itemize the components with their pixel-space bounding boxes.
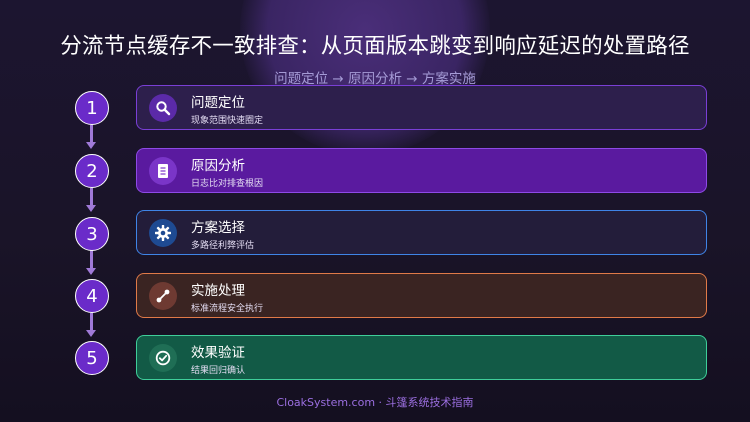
step-desc-4: 标准流程安全执行: [191, 304, 264, 314]
page-subtitle: 问题定位 → 原因分析 → 方案实施: [274, 71, 476, 87]
footer-credit: CloakSystem.com · 斗篷系统技术指南: [276, 396, 474, 409]
step-desc-1: 现象范围快速圈定: [191, 116, 264, 126]
document-icon: [149, 157, 177, 185]
step-title-2: 原因分析: [191, 158, 245, 174]
gear-icon: [149, 219, 177, 247]
step-card-3: 方案选择 多路径利弊评估: [136, 210, 707, 255]
step-desc-2: 日志比对排查根因: [191, 179, 264, 189]
step-desc-3: 多路径利弊评估: [191, 241, 255, 251]
page-title: 分流节点缓存不一致排查：从页面版本跳变到响应延迟的处置路径: [60, 34, 690, 59]
step-number-2: 2: [75, 154, 109, 188]
connector-arrow-3: [86, 268, 96, 275]
step-title-1: 问题定位: [191, 95, 245, 111]
connector-line-3: [90, 250, 93, 268]
connector-line-4: [90, 313, 93, 330]
step-desc-5: 结果回归确认: [191, 366, 246, 376]
step-number-1: 1: [75, 91, 109, 125]
route-icon: [149, 282, 177, 310]
step-card-4: 实施处理 标准流程安全执行: [136, 273, 707, 318]
step-card-2: 原因分析 日志比对排查根因: [136, 148, 707, 193]
step-number-4: 4: [75, 279, 109, 313]
step-card-5: 效果验证 结果回归确认: [136, 335, 707, 380]
step-title-4: 实施处理: [191, 283, 245, 299]
step-number-5: 5: [75, 341, 109, 375]
check-icon: [149, 344, 177, 372]
connector-line-2: [90, 188, 93, 205]
step-title-5: 效果验证: [191, 345, 245, 361]
connector-arrow-1: [86, 142, 96, 149]
connector-arrow-4: [86, 330, 96, 337]
connector-line-1: [90, 125, 93, 142]
step-card-1: 问题定位 现象范围快速圈定: [136, 85, 707, 130]
step-number-3: 3: [75, 217, 109, 251]
search-icon: [149, 94, 177, 122]
connector-arrow-2: [86, 205, 96, 212]
step-title-3: 方案选择: [191, 220, 245, 236]
